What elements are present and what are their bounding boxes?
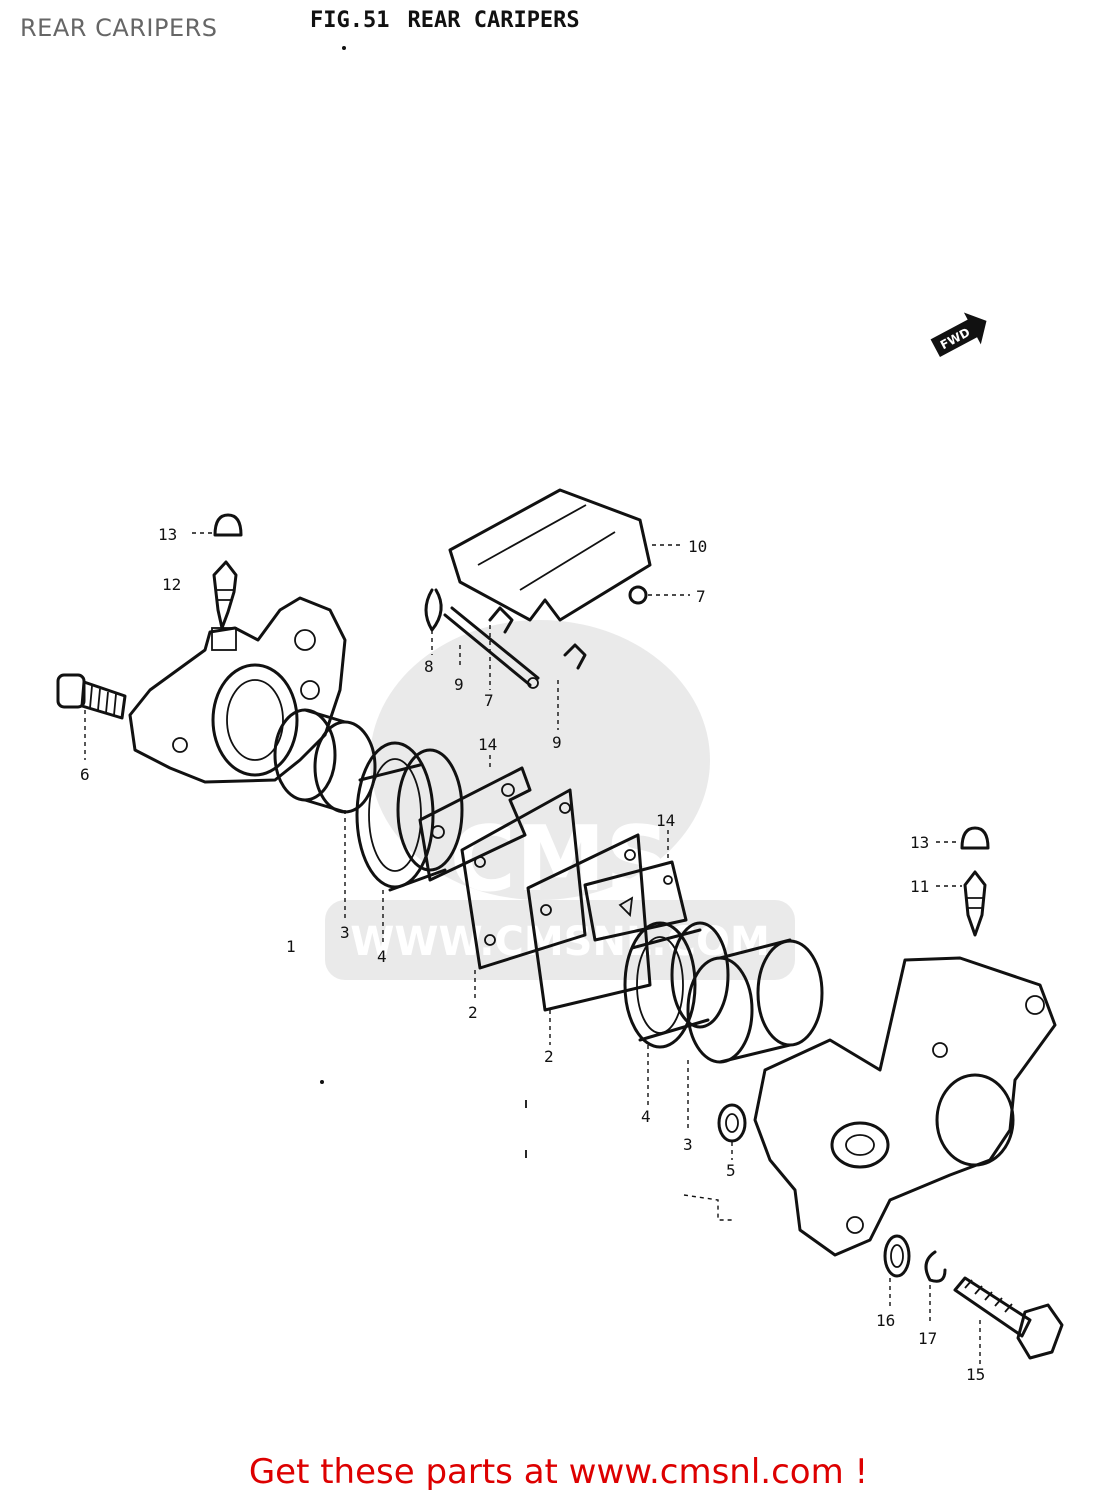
washer-5 (717, 1103, 747, 1143)
callout-6: 6 (80, 765, 90, 784)
watermark: CMS WWW.CMSNL.COM (325, 620, 795, 980)
brake-pad-2-right (526, 833, 652, 1012)
figure-name: REAR CARIPERS (407, 8, 580, 33)
bleeder-cap-13-left (213, 513, 243, 537)
callout-4-right: 4 (641, 1107, 651, 1126)
callout-15: 15 (966, 1365, 985, 1384)
bleeder-valve-11 (963, 870, 987, 937)
figure-number: FIG.51 (310, 8, 390, 33)
callout-8: 8 (424, 657, 434, 676)
callout-10: 10 (688, 537, 707, 556)
pad-pin-7-upper (628, 585, 648, 605)
fwd-arrow-icon: FWD (930, 312, 987, 357)
pad-pin-7 (443, 606, 540, 689)
callout-5: 5 (726, 1161, 736, 1180)
bleeder-valve-12 (212, 560, 238, 630)
callout-2-left: 2 (468, 1003, 478, 1022)
bolt-15 (953, 1276, 1064, 1360)
callout-1: 1 (286, 937, 296, 956)
callout-16: 16 (876, 1311, 895, 1330)
callout-labels: 13 12 6 10 7 8 9 7 9 14 14 3 4 1 2 2 13 … (80, 525, 985, 1384)
callout-2-right: 2 (544, 1047, 554, 1066)
piston-3-left (273, 708, 377, 814)
brake-pad-2-left (460, 788, 587, 970)
left-caliper-body (128, 596, 347, 784)
callout-4-left: 4 (377, 947, 387, 966)
callout-7-lower: 7 (484, 691, 494, 710)
callout-3-left: 3 (340, 923, 350, 942)
callout-12: 12 (162, 575, 181, 594)
callout-7-upper: 7 (696, 587, 706, 606)
callout-14-right: 14 (656, 811, 675, 830)
callout-9-upper: 9 (454, 675, 464, 694)
callout-9-lower: 9 (552, 733, 562, 752)
pad-shim-14-right (583, 860, 688, 942)
callout-3-right: 3 (683, 1135, 693, 1154)
piston-seal-4-right (623, 921, 730, 1049)
footer-cta: Get these parts at www.cmsnl.com ! (248, 1452, 869, 1492)
piston-3-right (686, 938, 824, 1064)
leader-lines (84, 532, 981, 1365)
bleeder-cap-13-right (960, 826, 990, 850)
pad-spring-10 (448, 488, 652, 622)
washer-16 (883, 1234, 911, 1278)
pin-clip-9 (488, 606, 587, 670)
scan-marks (320, 46, 735, 1221)
bolt-6 (56, 673, 127, 720)
pad-shim-14-left (418, 766, 532, 882)
callout-13-left: 13 (158, 525, 177, 544)
callout-13-right: 13 (910, 833, 929, 852)
right-caliper-body (753, 956, 1057, 1257)
pin-clip-8 (424, 588, 443, 632)
figure-title: FIG.51 REAR CARIPERS (310, 8, 598, 33)
callout-17: 17 (918, 1329, 937, 1348)
callout-11: 11 (910, 877, 929, 896)
watermark-brand: CMS (450, 807, 670, 912)
callout-14-left: 14 (478, 735, 497, 754)
lock-washer-17 (924, 1250, 947, 1283)
page-caption: REAR CARIPERS (20, 14, 218, 42)
